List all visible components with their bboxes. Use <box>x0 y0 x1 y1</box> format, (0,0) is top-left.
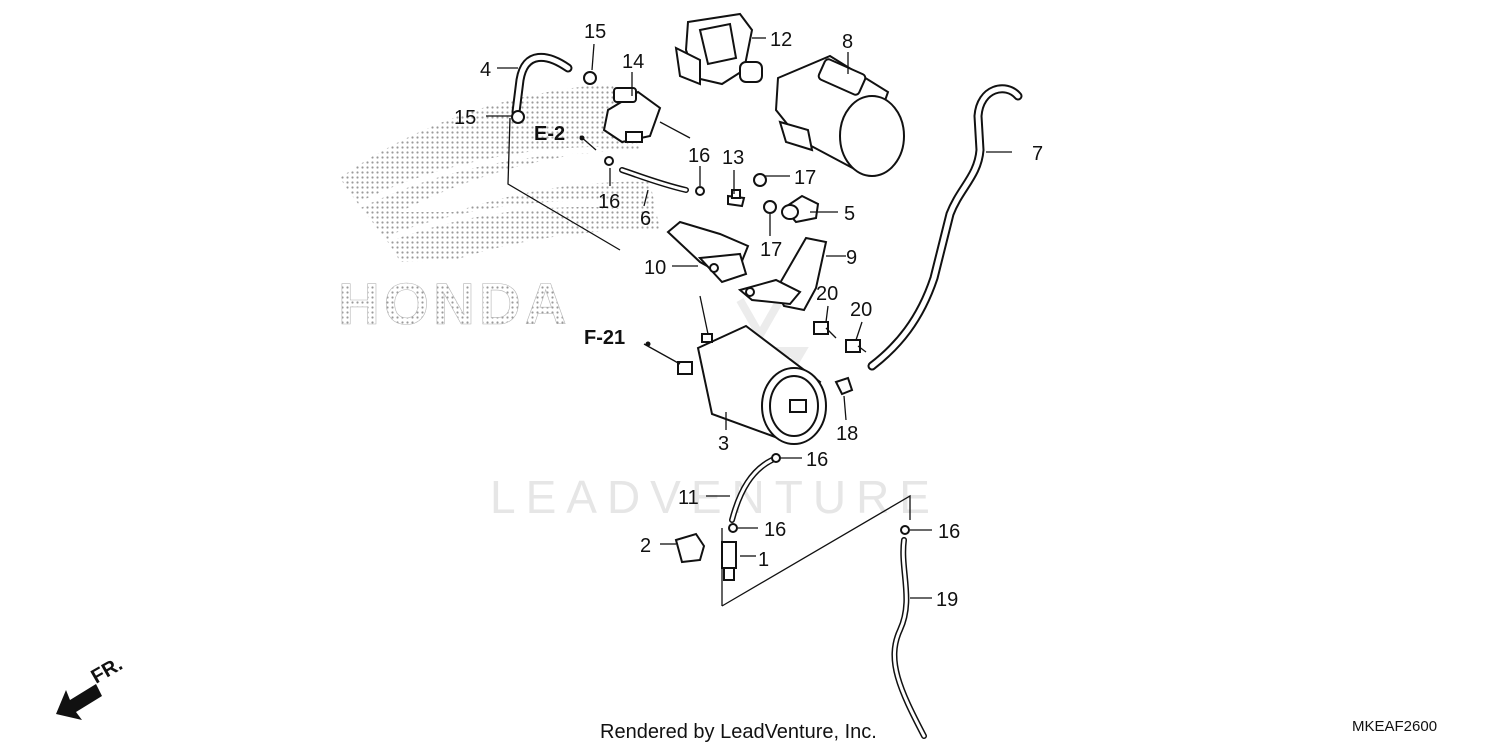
part-12-bracket <box>674 12 763 86</box>
part-20-bolt-b <box>845 339 867 353</box>
callout-5: 5 <box>844 203 855 225</box>
front-direction-indicator: FR. <box>56 653 126 720</box>
callout-2: 2 <box>640 535 651 557</box>
part-20-bolt-a <box>813 321 837 339</box>
callout-16-b: 16 <box>598 191 620 213</box>
callout-16-c: 16 <box>806 449 828 471</box>
front-arrow-icon <box>56 684 102 720</box>
callout-3: 3 <box>718 433 729 455</box>
callout-11: 11 <box>678 487 699 509</box>
callout-4: 4 <box>480 59 491 81</box>
part-7-hose <box>867 84 1023 371</box>
part-3-canister <box>677 324 827 445</box>
callout-9: 9 <box>846 247 857 269</box>
callout-7: 7 <box>1032 143 1043 165</box>
ref-e2: E-2 <box>534 123 565 145</box>
callout-12: 12 <box>770 29 792 51</box>
callout-20-a: 20 <box>816 283 838 305</box>
part-19-hose <box>891 537 927 739</box>
part-17-clip-upper <box>753 173 767 187</box>
part-4-hose <box>511 52 573 117</box>
callout-leaders <box>486 37 1012 599</box>
part-15-clamp-upper <box>583 71 597 85</box>
callout-1: 1 <box>758 549 769 571</box>
callout-17-lower: 17 <box>760 239 782 261</box>
callout-10: 10 <box>644 257 666 279</box>
part-16-clamp-c <box>771 453 781 463</box>
part-17-clip-lower <box>763 200 777 214</box>
part-18-clip <box>834 376 854 396</box>
callout-6: 6 <box>640 208 651 230</box>
part-15-clamp-lower <box>511 110 525 124</box>
callout-20-b: 20 <box>850 299 872 321</box>
callout-15-top: 15 <box>584 21 606 43</box>
callout-14: 14 <box>622 51 644 73</box>
callout-17-upper: 17 <box>794 167 816 189</box>
diagram-code: MKEAF2600 <box>1352 718 1437 735</box>
callout-16-d: 16 <box>764 519 786 541</box>
callouts: 1 2 3 4 5 6 7 8 9 10 11 12 13 14 15 15 1… <box>454 21 1043 611</box>
part-16-clamp-b <box>695 186 705 196</box>
callout-13: 13 <box>722 147 744 169</box>
honda-logo-text: HONDA <box>338 272 571 337</box>
part-9-bracket <box>737 236 828 312</box>
callout-16-a: 16 <box>688 145 710 167</box>
assembly-lines <box>507 117 911 607</box>
callout-8: 8 <box>842 31 853 53</box>
part-11-hose <box>729 457 775 523</box>
reference-labels: E-2 F-21 <box>534 123 651 349</box>
part-16-clamp-a <box>604 156 614 166</box>
part-5-cap <box>781 194 820 224</box>
part-8-cover <box>774 54 905 177</box>
honda-wing-logo: HONDA <box>338 84 660 337</box>
front-label: FR. <box>88 653 127 688</box>
rendered-by-credit: Rendered by LeadVenture, Inc. <box>600 721 877 743</box>
watermark-text: LEADVENTURE <box>490 471 940 523</box>
callout-19: 19 <box>936 589 958 611</box>
ref-f21: F-21 <box>584 327 625 349</box>
part-2-cap <box>674 532 706 564</box>
part-10-bracket <box>666 220 750 284</box>
leadventure-watermark: LEADVENTURE <box>490 298 940 523</box>
callout-15-left: 15 <box>454 107 476 129</box>
part-13-fitting <box>727 189 746 208</box>
part-16-clamp-d <box>728 523 738 533</box>
part-14-valve <box>602 87 691 144</box>
callout-18: 18 <box>836 423 858 445</box>
part-6-hose <box>619 167 689 193</box>
part-16-clamp-e <box>900 525 910 535</box>
part-1-fitting <box>721 541 737 581</box>
callout-16-e: 16 <box>938 521 960 543</box>
